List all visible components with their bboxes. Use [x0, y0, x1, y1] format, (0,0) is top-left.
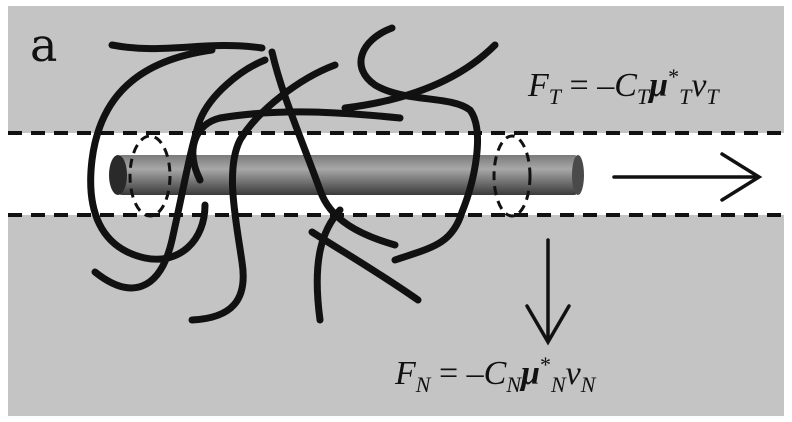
normal-force-equation: FN = –CNμ*NvN — [395, 352, 595, 398]
rod-end-cap — [109, 155, 127, 195]
force-symbol: F — [395, 355, 416, 392]
polymer-chain — [91, 56, 269, 292]
viscosity-symbol: μ — [649, 67, 669, 104]
coefficient-subscript: T — [636, 84, 650, 109]
polymer-chain — [357, 24, 482, 264]
coefficient-subscript: N — [506, 372, 522, 397]
tangential-force-equation: FT = –CTμ*TvT — [528, 64, 719, 110]
viscosity-subscript: T — [679, 84, 692, 109]
panel-label: a — [30, 18, 58, 72]
coefficient-symbol: C — [614, 67, 637, 104]
polymer-chains — [87, 24, 499, 324]
normal-arrow — [525, 238, 571, 346]
viscosity-subscript: N — [550, 372, 566, 397]
viscosity-star: * — [668, 64, 680, 89]
polymer-chain — [313, 206, 344, 324]
coefficient-symbol: C — [483, 355, 507, 392]
polymer-chain — [189, 108, 404, 184]
polymer-chain — [341, 41, 499, 112]
force-subscript: N — [415, 372, 431, 397]
rod-front-cap — [572, 155, 584, 195]
velocity-symbol: v — [565, 355, 581, 392]
viscosity-star: * — [539, 352, 551, 377]
viscosity-symbol: μ — [521, 355, 540, 392]
polymer-chain — [108, 41, 266, 53]
equals-minus: = – — [561, 67, 615, 104]
force-symbol: F — [528, 67, 549, 104]
cross-section-ring-right — [492, 134, 532, 218]
tangential-arrow — [612, 152, 763, 202]
velocity-subscript: T — [706, 84, 719, 109]
force-subscript: T — [548, 84, 562, 109]
velocity-subscript: N — [580, 372, 596, 397]
velocity-symbol: v — [691, 67, 707, 104]
polymer-chain — [268, 48, 399, 249]
equals-minus: = – — [430, 355, 484, 392]
cross-section-ring-left — [128, 134, 172, 218]
polymer-chain — [87, 46, 216, 263]
